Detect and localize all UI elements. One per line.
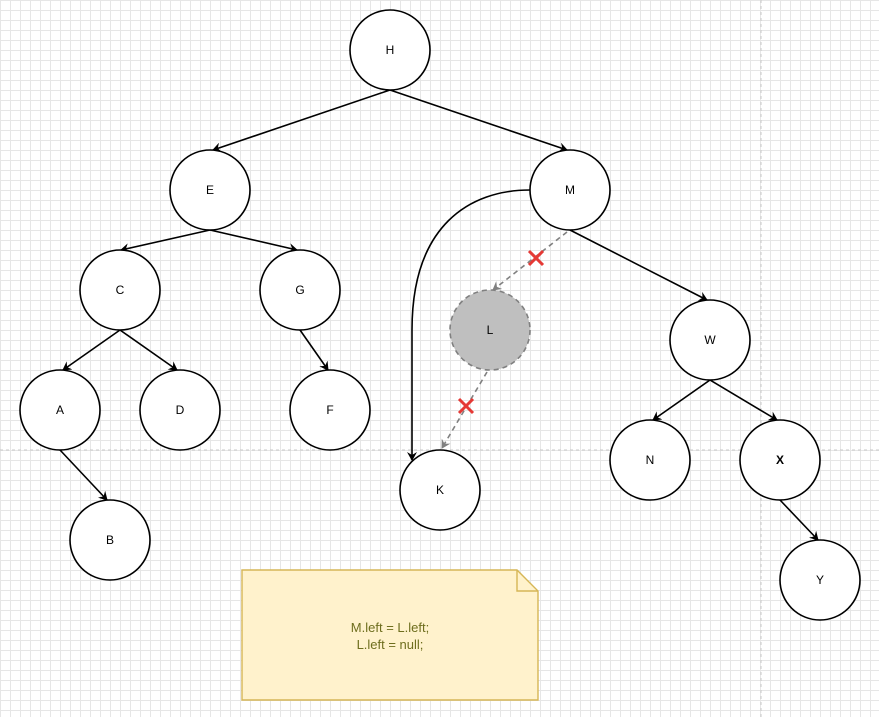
note-line-1: M.left = L.left; (351, 620, 429, 635)
note-line-2: L.left = null; (357, 637, 424, 652)
node-a[interactable]: A (19, 369, 101, 451)
node-f[interactable]: F (289, 369, 371, 451)
edge-a-b (59, 449, 108, 501)
node-label: H (386, 43, 395, 57)
node-g[interactable]: G (259, 249, 341, 331)
node-y[interactable]: Y (779, 539, 861, 621)
node-label: N (646, 453, 655, 467)
node-c[interactable]: C (79, 249, 161, 331)
node-l-removed[interactable]: L (449, 289, 531, 371)
node-label: A (56, 403, 64, 417)
node-w[interactable]: W (669, 299, 751, 381)
node-label: F (326, 403, 333, 417)
node-label: W (704, 333, 716, 347)
node-b[interactable]: B (69, 499, 151, 581)
node-label: E (206, 183, 214, 197)
cross-mark-icon (457, 397, 475, 415)
node-h[interactable]: H (349, 9, 431, 91)
edge-h-e (212, 89, 391, 153)
node-d[interactable]: D (139, 369, 221, 451)
edge-w-x (709, 379, 778, 421)
removed-edges (441, 231, 568, 449)
node-label: M (565, 183, 575, 197)
node-label: K (436, 483, 444, 497)
node-label: G (295, 283, 304, 297)
edges (59, 89, 819, 541)
node-k[interactable]: K (399, 449, 481, 531)
cross-mark-icon (527, 249, 545, 267)
node-label: X (776, 453, 784, 467)
node-n[interactable]: N (609, 419, 691, 501)
edge-m-w (569, 229, 708, 301)
node-label: D (176, 403, 185, 417)
edge-w-n (652, 379, 711, 421)
edge-c-d (119, 329, 178, 371)
code-note[interactable]: M.left = L.left; L.left = null; (241, 569, 539, 701)
node-x[interactable]: X (739, 419, 821, 501)
edge-m-k-new (407, 189, 531, 461)
edge-c-a (62, 329, 121, 371)
edge-m-l-removed (492, 231, 568, 291)
edge-e-g (209, 229, 298, 254)
node-label: Y (816, 573, 824, 587)
edge-h-m (389, 89, 568, 153)
edge-l-k-removed (441, 371, 488, 449)
edge-g-f (299, 329, 329, 371)
node-label: B (106, 533, 114, 547)
edge-x-y (779, 499, 819, 541)
node-label: L (487, 323, 494, 337)
node-e[interactable]: E (169, 149, 251, 231)
node-m[interactable]: M (529, 149, 611, 231)
edge-e-c (120, 229, 211, 254)
node-label: C (116, 283, 125, 297)
